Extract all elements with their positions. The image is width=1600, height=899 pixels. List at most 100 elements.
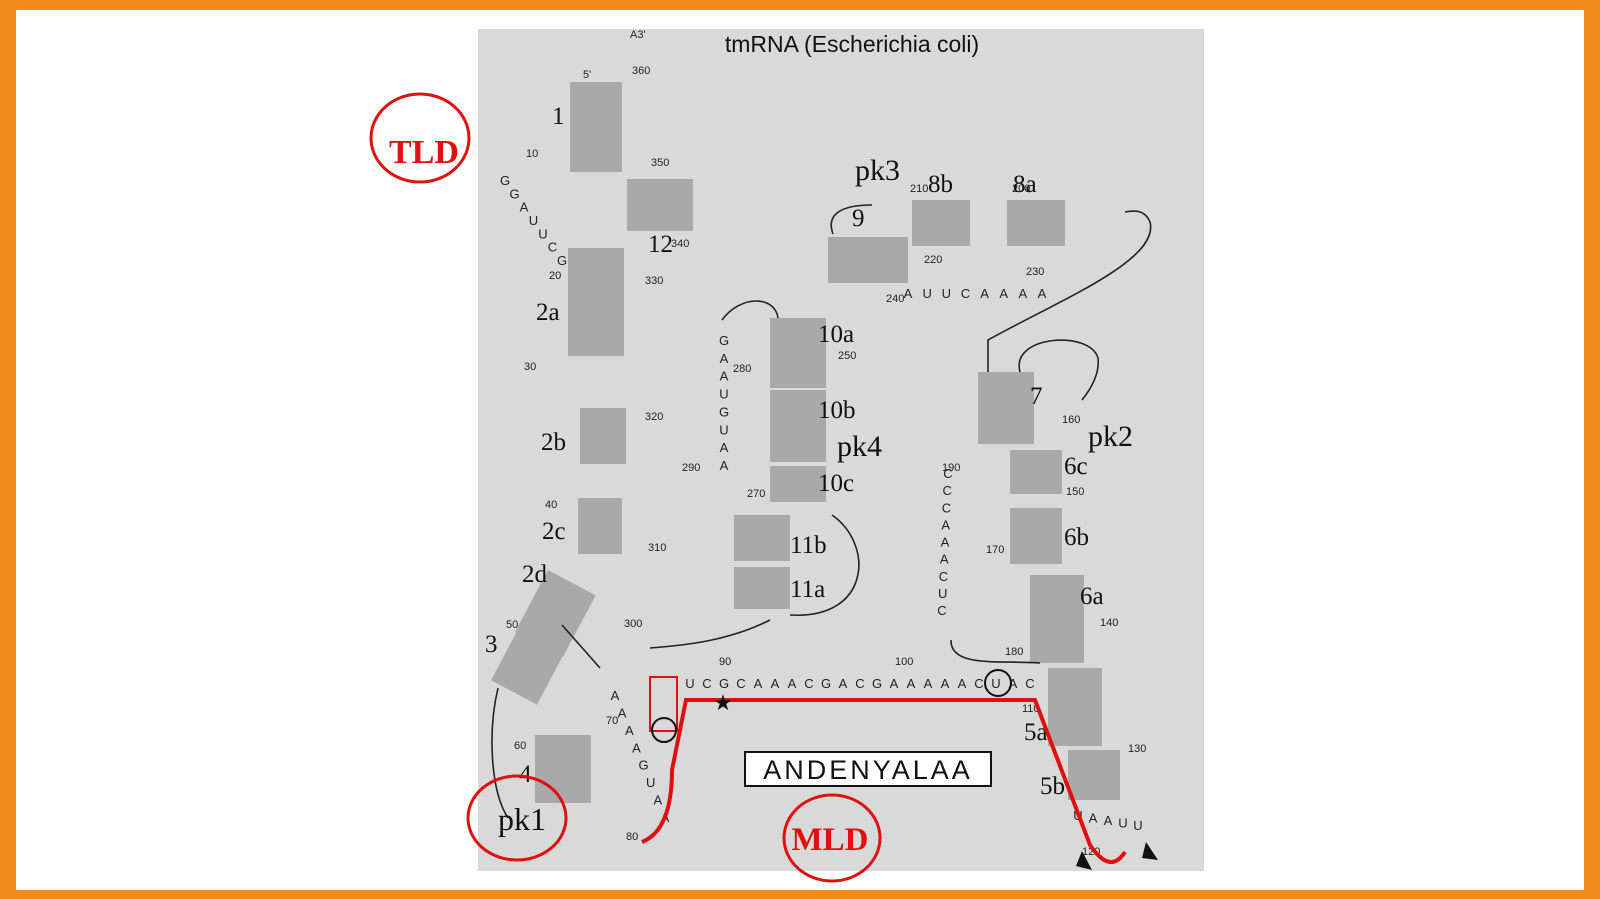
nucleotide: A — [941, 535, 950, 550]
helix-box — [568, 248, 624, 356]
helix-box — [1048, 668, 1102, 746]
position-number: 300 — [624, 618, 642, 630]
nucleotide: C — [855, 676, 864, 691]
helix-box — [580, 408, 626, 464]
position-number: 80 — [626, 831, 638, 843]
mld-trace-line — [641, 698, 1127, 864]
nucleotide: A — [941, 676, 950, 691]
nucleotide: A — [941, 517, 950, 532]
position-number: 170 — [986, 544, 1004, 556]
helix-box — [1068, 750, 1120, 800]
tag-peptide-box — [744, 751, 992, 787]
position-number: 140 — [1100, 617, 1118, 629]
helix-label-2b: 2b — [541, 429, 566, 456]
position-number: 30 — [524, 361, 536, 373]
nucleotide: C — [1025, 676, 1034, 691]
helix-label-11b: 11b — [790, 532, 827, 559]
nucleotide: G — [500, 173, 510, 188]
position-number: 240 — [886, 293, 904, 305]
arrowhead-icon — [1076, 851, 1092, 870]
position-number: 60 — [514, 740, 526, 752]
position-number: 320 — [645, 411, 663, 423]
position-number: 40 — [545, 499, 557, 511]
nucleotide: C — [943, 466, 952, 481]
nucleotide: C — [942, 500, 951, 515]
connector-line — [1018, 339, 1100, 401]
nucleotide: C — [961, 286, 970, 301]
helix-label-9: 9 — [852, 205, 865, 232]
helix-label-6a: 6a — [1080, 583, 1104, 610]
tag-peptide-label: ANDENYALAA — [763, 755, 973, 785]
nucleotide: A — [754, 676, 763, 691]
connector-line — [789, 514, 860, 616]
position-number: 200 — [1012, 183, 1030, 195]
position-number: 330 — [645, 275, 663, 287]
nucleotide: U — [922, 286, 931, 301]
nucleotide: C — [804, 676, 813, 691]
helix-box — [1007, 200, 1065, 246]
helix-label-10b: 10b — [818, 397, 856, 424]
helix-box — [978, 372, 1034, 444]
helix-label-6b: 6b — [1064, 524, 1089, 551]
nucleotide: A — [720, 458, 729, 473]
nucleotide: U — [538, 226, 547, 241]
tld-label: TLD — [389, 134, 459, 171]
position-number: 70 — [606, 715, 618, 727]
nucleotide: U — [685, 676, 694, 691]
position-number: 160 — [1062, 414, 1080, 426]
helix-box — [734, 515, 790, 561]
connector-line — [721, 300, 779, 321]
nucleotide: G — [509, 186, 519, 201]
position-number: 150 — [1066, 486, 1084, 498]
helix-box — [734, 567, 790, 609]
position-number: 210 — [910, 183, 928, 195]
nucleotide: G — [719, 333, 729, 348]
pk2-label: pk2 — [1088, 420, 1133, 453]
nucleotide: C — [736, 676, 745, 691]
helix-label-10c: 10c — [818, 470, 854, 497]
nucleotide: C — [974, 676, 983, 691]
nucleotide: A — [632, 740, 641, 755]
helix-label-8a: 8a — [1013, 171, 1037, 198]
nucleotide: A — [958, 676, 967, 691]
nucleotide: U — [719, 387, 728, 402]
mld-circle — [782, 793, 882, 883]
nucleotide: U — [1133, 818, 1142, 833]
nucleotide: U — [646, 775, 655, 790]
connector-line — [830, 204, 873, 235]
helix-box — [912, 200, 970, 246]
nucleotide: A — [890, 676, 899, 691]
helix-boxes — [491, 82, 1120, 803]
helix-label-5a: 5a — [1024, 719, 1048, 746]
helix-box — [770, 390, 826, 462]
position-number: 310 — [648, 542, 666, 554]
position-number: 10 — [526, 148, 538, 160]
nucleotide: A — [980, 286, 989, 301]
position-number: 280 — [733, 363, 751, 375]
helix-label-8b: 8b — [928, 171, 953, 198]
helix-box — [578, 498, 622, 554]
nucleotide: A — [720, 369, 729, 384]
nucleotide: A — [1009, 676, 1018, 691]
position-number: 90 — [719, 656, 731, 668]
nucleotide: U — [719, 422, 728, 437]
position-number: 190 — [942, 462, 960, 474]
nucleotide: U — [942, 286, 951, 301]
pk3-label: pk3 — [855, 154, 900, 187]
pk1-label: pk1 — [498, 801, 546, 837]
helix-label-12: 12 — [648, 231, 673, 258]
nucleotide: A — [1104, 813, 1113, 828]
nucleotide: A — [654, 793, 663, 808]
nucleotide: G — [719, 404, 729, 419]
position-number: 350 — [651, 157, 669, 169]
helix-label-2c: 2c — [542, 518, 566, 545]
helix-label-6c: 6c — [1064, 453, 1088, 480]
position-number: 250 — [838, 350, 856, 362]
connector-line — [649, 619, 771, 649]
nucleotide: A — [618, 705, 627, 720]
nucleotide: C — [939, 569, 948, 584]
five-prime-label: 5' — [583, 69, 591, 81]
position-number: 100 — [895, 656, 913, 668]
